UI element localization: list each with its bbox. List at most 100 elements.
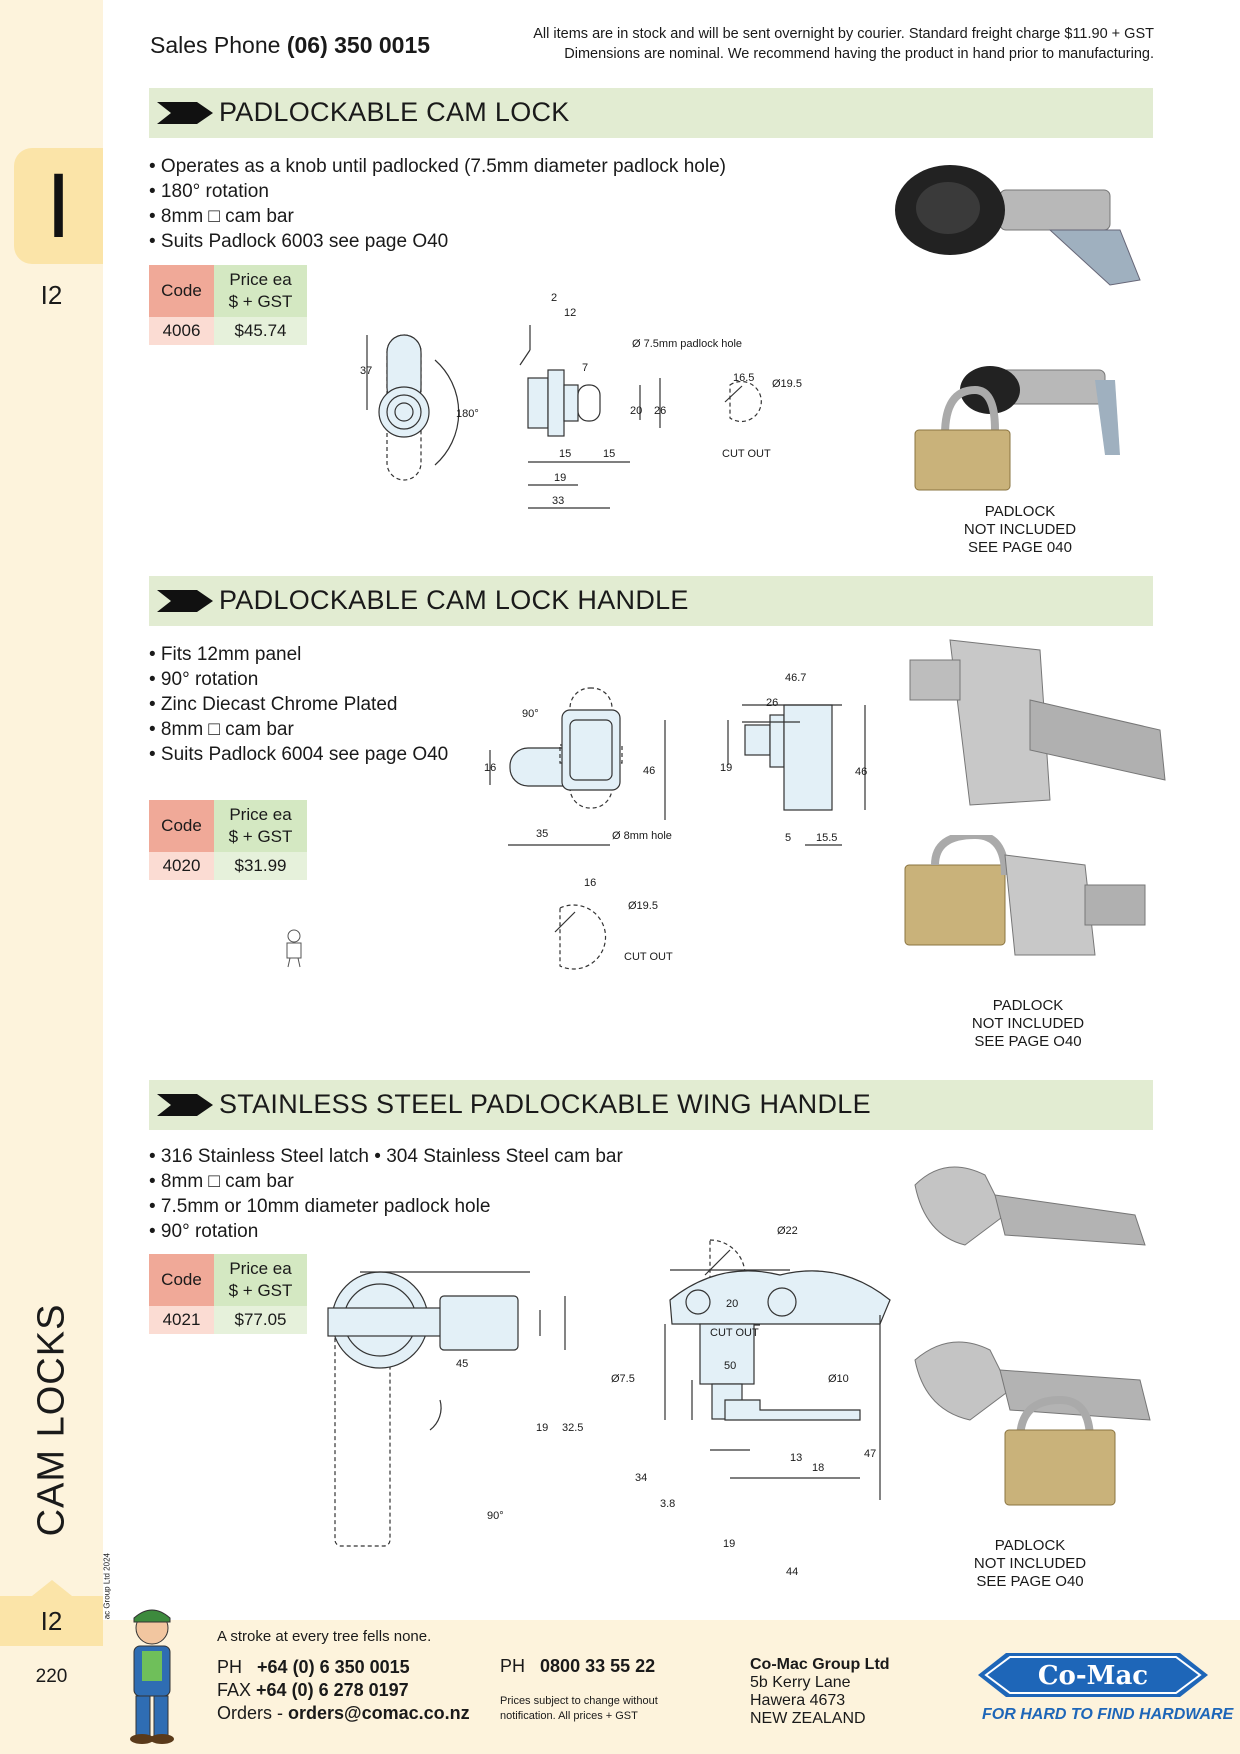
dim-label: 33 [552,495,565,507]
dim-label: Ø19.5 [628,900,658,912]
dim-label: 90° [487,1510,504,1522]
dim-label: 20 [726,1298,739,1310]
feature-item: • Fits 12mm panel [149,644,302,665]
svg-text:Co-Mac: Co-Mac [1038,1661,1148,1691]
freephone-number[interactable]: 0800 33 55 22 [540,1656,656,1676]
feature-item: • 7.5mm or 10mm diameter padlock hole [149,1196,491,1217]
section-title: PADLOCKABLE CAM LOCK HANDLE [219,585,689,615]
feature-item: • Suits Padlock 6003 see page O40 [149,231,449,252]
dim-label: Ø22 [777,1225,798,1237]
dim-label: Ø 7.5mm padlock hole [632,338,743,350]
orders-email[interactable]: orders@comac.co.nz [288,1703,470,1723]
dim-label: Ø7.5 [611,1373,635,1385]
feature-item: • Operates as a knob until padlocked (7.… [149,156,726,177]
dim-label: 19 [720,762,733,774]
code-header: Code [149,1254,214,1306]
section-tab-code: I2 [40,280,63,310]
product-code: 4021 [149,1306,214,1334]
feature-item: • 180° rotation [149,181,269,202]
dim-label: CUT OUT [710,1327,759,1339]
product-code: 4020 [149,852,214,880]
dim-label: 45 [456,1358,469,1370]
fax-line: FAX +64 (0) 6 278 0197 [217,1680,409,1700]
feature-item: • 90° rotation [149,669,259,690]
dim-label: 19 [554,472,567,484]
padlock-image [904,835,1146,956]
product-code: 4006 [149,317,214,345]
dim-label: Ø19.5 [772,378,802,390]
comac-logo[interactable]: Co-Mac [978,1645,1208,1705]
dim-label: 15 [603,448,616,460]
dim-label: 15.5 [816,832,838,844]
section-header: PADLOCKABLE CAM LOCK HANDLE [149,576,1153,626]
mascot-small-icon [286,929,302,968]
dim-label: 3.8 [660,1498,676,1510]
dim-label: 16 [484,762,497,774]
sales-phone: Sales Phone (06) 350 0015 [150,32,430,59]
dim-label: 16.5 [733,372,755,384]
product-image [909,639,1166,806]
dim-label: CUT OUT [624,951,673,963]
price-header: Price ea$ + GST [214,1254,307,1306]
dim-label: 46 [855,766,868,778]
phone-number[interactable]: +64 (0) 6 350 0015 [257,1657,410,1677]
motto: A stroke at every tree fells none. [217,1628,432,1645]
dim-label: 37 [360,365,373,377]
padlock-note: PADLOCK NOT INCLUDED SEE PAGE O40 [973,1537,1087,1590]
padlock-image [914,366,1120,491]
dim-label: 26 [766,697,779,709]
section-title: PADLOCKABLE CAM LOCK [219,97,570,127]
padlock-image [914,1341,1151,1506]
page-number: 220 [35,1666,68,1687]
price-header: Price ea$ + GST [214,265,307,317]
section-header: PADLOCKABLE CAM LOCK [149,88,1153,138]
orders-line: Orders - orders@comac.co.nz [217,1703,470,1723]
section-tab-letter: I [45,155,72,257]
dim-label: 34 [635,1472,648,1484]
technical-drawing [489,687,866,970]
product-price: $77.05 [214,1306,307,1334]
arrow-icon [157,102,213,124]
fax-number: +64 (0) 6 278 0197 [256,1680,409,1700]
dim-label: 35 [536,828,549,840]
sales-number[interactable]: (06) 350 0015 [286,32,431,58]
dim-label: 47 [864,1448,877,1460]
bottom-tab-code: I2 [40,1606,63,1636]
dim-label: 50 [724,1360,737,1372]
dim-label: 7 [582,362,589,374]
technical-drawing [327,1239,891,1547]
arrow-icon [157,1094,213,1116]
dim-label: 2 [551,292,558,304]
padlock-note: PADLOCK NOT INCLUDED SEE PAGE O40 [971,997,1085,1050]
bottom-tab [0,1580,103,1646]
dim-label: 5 [785,832,792,844]
mascot-icon [130,1609,174,1744]
dim-label: 46.7 [785,672,807,684]
dim-label: 16 [584,877,597,889]
feature-item: • 8mm □ cam bar [149,1171,294,1192]
section-title: STAINLESS STEEL PADLOCKABLE WING HANDLE [219,1089,871,1119]
section-tab[interactable] [14,148,103,264]
dim-label: 32.5 [562,1422,584,1434]
section-header: STAINLESS STEEL PADLOCKABLE WING HANDLE [149,1080,1153,1130]
company-address: Co-Mac Group Ltd 5b Kerry Lane Hawera 46… [750,1656,890,1727]
notice-line: All items are in stock and will be sent … [533,26,1154,42]
sales-label: Sales Phone [150,32,281,58]
dim-label: 12 [564,307,577,319]
product-price: $45.74 [214,317,307,345]
dim-label: 19 [536,1422,549,1434]
feature-item: • Zinc Diecast Chrome Plated [149,694,398,715]
dim-label: Ø10 [828,1373,849,1385]
product-image [914,1166,1146,1246]
tagline: FOR HARD TO FIND HARDWARE [982,1706,1234,1723]
technical-drawing [366,325,762,509]
dim-label: 19 [723,1538,736,1550]
dim-label: 20 [630,405,643,417]
code-header: Code [149,265,214,317]
dim-label: 18 [812,1462,825,1474]
feature-list: • Fits 12mm panel • 90° rotation • Zinc … [149,642,448,767]
phone-line: PH +64 (0) 6 350 0015 [217,1657,410,1677]
dim-label: 44 [786,1566,799,1578]
dim-label: Ø 8mm hole [612,830,672,842]
